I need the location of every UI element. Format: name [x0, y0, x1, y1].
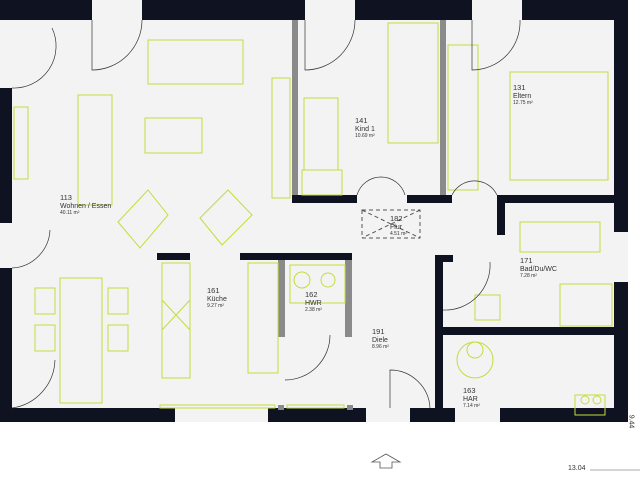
flur-marker	[361, 209, 421, 239]
partition-walls	[278, 20, 446, 410]
dimension-width: 13.04	[568, 465, 586, 472]
exterior-walls	[0, 0, 628, 422]
entrance-arrow-icon	[370, 453, 402, 469]
dimension-depth: 9.44	[627, 414, 635, 429]
floor-area	[0, 0, 628, 422]
interior-walls	[157, 195, 615, 420]
furniture	[13, 22, 613, 416]
door-swings	[11, 19, 521, 409]
